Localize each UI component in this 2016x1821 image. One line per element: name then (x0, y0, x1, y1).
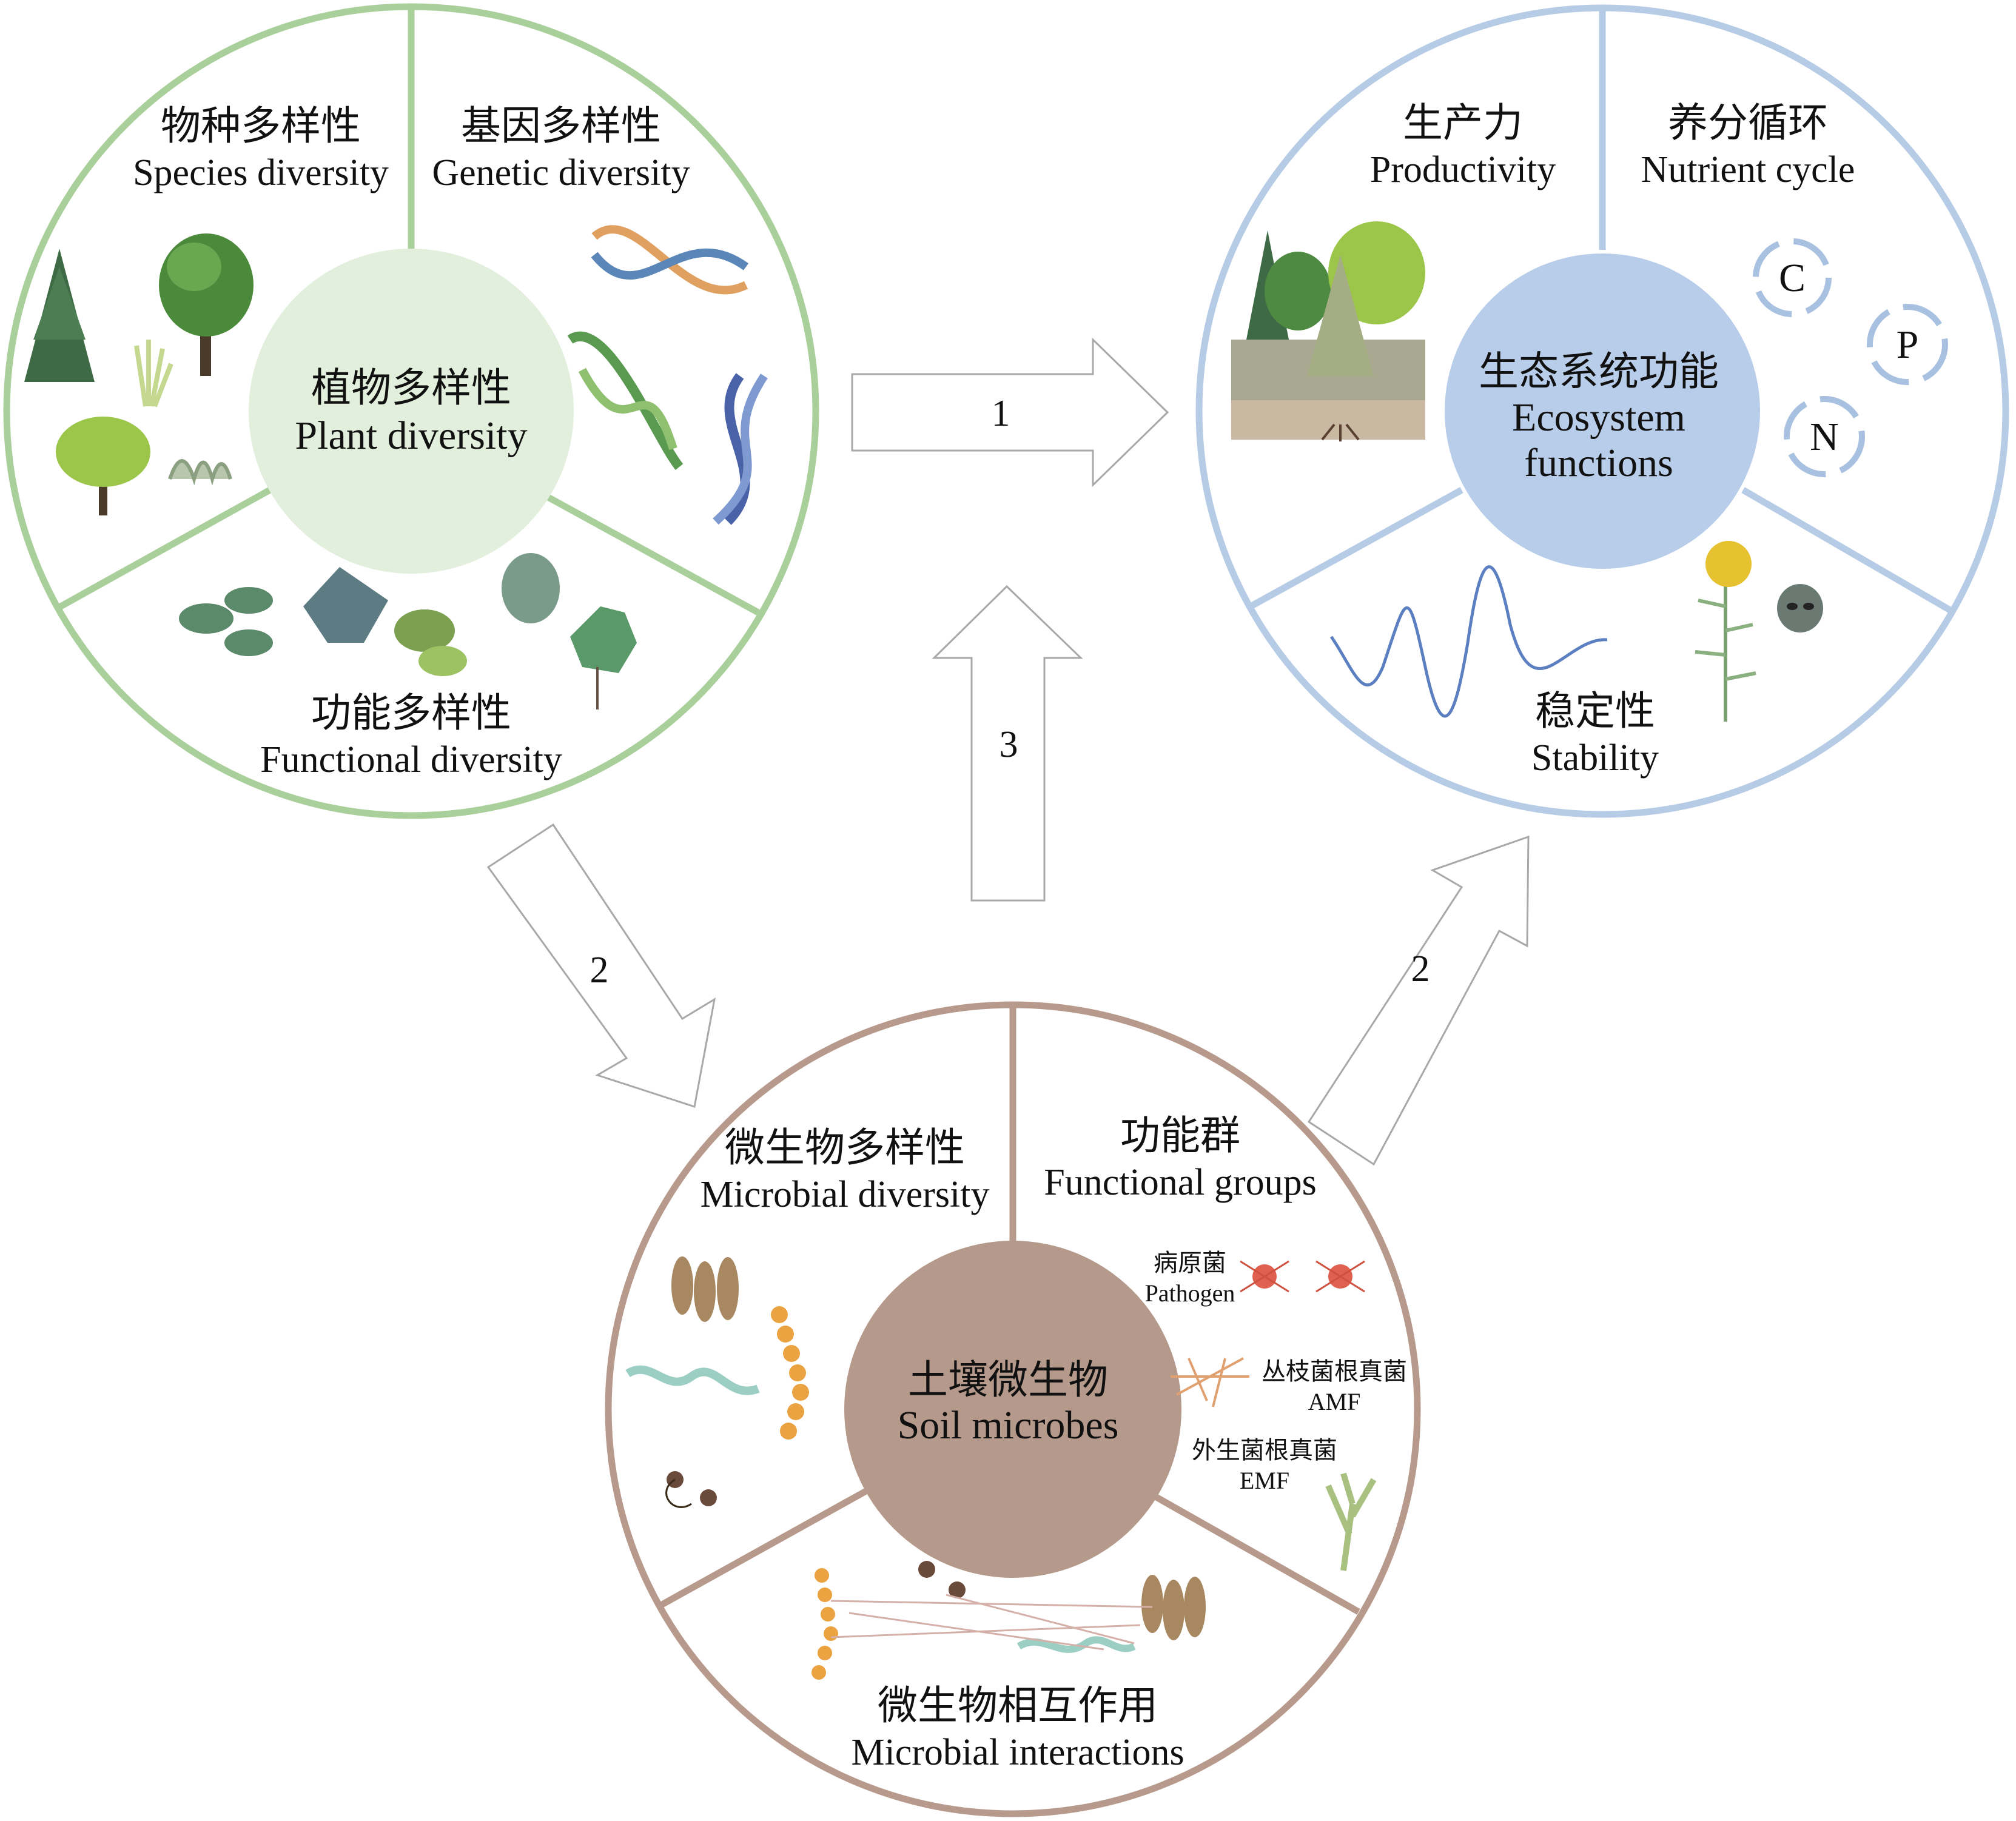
small-tree-icon (56, 417, 150, 515)
microbe-divider-left (658, 1486, 872, 1609)
streptococcus-chain-icon (771, 1306, 809, 1440)
ecosystem-center-en-1: Ecosystem (1512, 395, 1685, 440)
flowering-plant-icon (1695, 541, 1756, 722)
phosphorus-cycle-icon: P (1867, 304, 1948, 385)
stability-cn: 稳定性 (1535, 689, 1655, 734)
amf-cn: 丛枝菌根真菌 (1262, 1358, 1407, 1385)
nutrient-cycle-en: Nutrient cycle (1641, 149, 1855, 190)
microbial-diversity-cn: 微生物多样性 (725, 1126, 965, 1170)
arrow-2-right: 2 (1307, 835, 1530, 1166)
grass-icon (134, 340, 173, 407)
microbe-center-en: Soil microbes (898, 1403, 1119, 1447)
emf-en: EMF (1240, 1467, 1289, 1494)
functional-diversity-cn: 功能多样性 (311, 691, 511, 736)
functional-groups-cn: 功能群 (1120, 1114, 1240, 1158)
cycle-n-label: N (1810, 415, 1839, 459)
ecosystem-functions-circle: 生态系统功能 Ecosystem functions 生产力 Productiv… (1195, 4, 2009, 818)
eco-divider-left (1249, 487, 1463, 609)
flagellated-microbe-icon (665, 1471, 717, 1508)
cycle-p-label: P (1897, 323, 1919, 367)
emf-root-icon (1325, 1472, 1377, 1571)
carbon-cycle-icon: C (1753, 238, 1832, 317)
ecosystem-center (1445, 253, 1760, 569)
microbial-interactions-cn: 微生物相互作用 (878, 1684, 1158, 1728)
oval-leaf-icon (394, 609, 467, 676)
microbe-ring (605, 1001, 1421, 1817)
ecosystem-center-en-2: functions (1524, 441, 1673, 485)
plant-diversity-circle: 植物多样性 Plant diversity 物种多样性 Species dive… (3, 3, 819, 819)
functional-groups-en: Functional groups (1044, 1162, 1316, 1203)
functional-diversity-en: Functional diversity (260, 739, 562, 780)
plant-center-en: Plant diversity (295, 414, 527, 458)
ivy-leaf-icon (303, 567, 388, 643)
microbial-diversity-en: Microbial diversity (701, 1174, 990, 1215)
compound-leaf-icon (179, 587, 273, 656)
soil-microbes-circle: 土壤微生物 Soil microbes 微生物多样性 Microbial div… (605, 1001, 1421, 1817)
emf-cn: 外生菌根真菌 (1192, 1437, 1337, 1464)
arrow-2-right-label: 2 (1411, 948, 1430, 990)
arrow-1: 1 (851, 337, 1169, 488)
plant-divider-left (59, 487, 272, 609)
microbe-divider-right (1140, 1486, 1360, 1615)
eco-divider-right (1741, 487, 1956, 615)
genetic-diversity-cn: 基因多样性 (461, 104, 661, 149)
pathogen-cn: 病原菌 (1154, 1249, 1226, 1276)
deciduous-tree-icon (159, 233, 254, 376)
species-diversity-en: Species diversity (133, 152, 389, 193)
species-diversity-cn: 物种多样性 (161, 104, 361, 149)
pathogen-fungus-icon (1240, 1260, 1365, 1293)
dna-helix-icon-2 (567, 331, 684, 470)
cycle-c-label: C (1779, 256, 1806, 300)
oak-leaf-icon (502, 553, 560, 623)
interaction-network-icon (811, 1561, 1206, 1680)
dna-helix-icon-3 (713, 373, 768, 525)
forest-ecosystem-icon (1231, 221, 1425, 441)
dna-helix-icon-1 (591, 225, 749, 295)
microbe-center-cn: 土壤微生物 (908, 1358, 1108, 1403)
productivity-cn: 生产力 (1403, 101, 1523, 146)
productivity-en: Productivity (1370, 149, 1556, 190)
maple-leaf-icon (570, 606, 637, 709)
genetic-diversity-en: Genetic diversity (432, 152, 690, 193)
shrub-icon (168, 459, 232, 486)
bacillus-cluster-icon (671, 1256, 739, 1322)
plant-divider-right (533, 487, 760, 615)
microbe-center (844, 1241, 1181, 1578)
plant-center-cn: 植物多样性 (311, 366, 511, 411)
conifer-tree-icon (24, 249, 95, 382)
amf-en: AMF (1308, 1388, 1361, 1415)
arrow-3: 3 (932, 585, 1083, 902)
spirillum-icon (625, 1365, 760, 1395)
arrow-2-left-label: 2 (590, 950, 609, 991)
pathogen-en: Pathogen (1145, 1279, 1235, 1307)
nutrient-cycle-cn: 养分循环 (1668, 101, 1828, 146)
plant-ring (3, 3, 819, 819)
arrow-2-left: 2 (486, 823, 716, 1108)
microbial-interactions-en: Microbial interactions (851, 1732, 1184, 1773)
stability-en: Stability (1531, 737, 1659, 779)
stability-wave-icon (1329, 565, 1608, 718)
plant-center (249, 249, 574, 574)
arrow-3-label: 3 (1000, 724, 1018, 765)
arrow-1-label: 1 (992, 393, 1010, 434)
nitrogen-cycle-icon: N (1784, 396, 1865, 477)
alien-head-icon (1777, 584, 1823, 632)
ecosystem-center-cn: 生态系统功能 (1479, 350, 1719, 394)
amf-hyphae-icon (1171, 1357, 1249, 1407)
